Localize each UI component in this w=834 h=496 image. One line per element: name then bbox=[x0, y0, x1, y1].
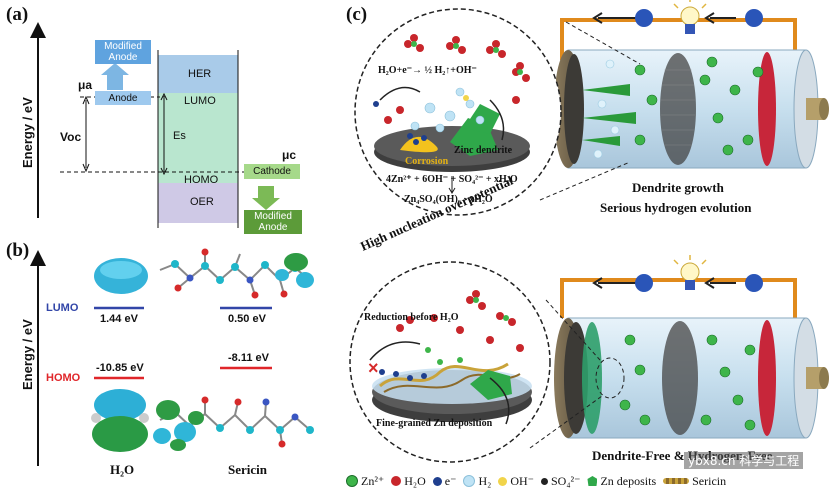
modified-anode-box-2: Modified Anode bbox=[244, 210, 302, 234]
svg-text:×: × bbox=[368, 358, 379, 378]
legend-item: Zn²⁺ bbox=[346, 474, 384, 489]
legend-item: H₂O bbox=[391, 474, 426, 489]
panel-a-label: (a) bbox=[6, 4, 29, 25]
top-zinc-dendrite: Zinc dendrite bbox=[454, 145, 513, 156]
zn-deposit-icon bbox=[587, 476, 598, 486]
sericin-lumo-value: 0.50 eV bbox=[228, 313, 266, 325]
so4-icon bbox=[540, 477, 548, 485]
panel-a-ylabel: Energy / eV bbox=[20, 97, 35, 168]
voc-label: Voc bbox=[60, 130, 82, 144]
oh-icon bbox=[498, 476, 508, 486]
modified-anode-box: Modified Anode bbox=[95, 40, 151, 64]
sericin-caption: Sericin bbox=[228, 462, 267, 477]
panel-a-axes bbox=[30, 22, 280, 228]
watermark: ybx8.cn 科学与工程 bbox=[684, 452, 804, 469]
top-caption-1: Dendrite growth bbox=[632, 180, 724, 195]
sericin-icon bbox=[663, 478, 690, 484]
es-band bbox=[158, 93, 238, 175]
panel-c-label: (c) bbox=[346, 4, 368, 25]
homo-tag: HOMO bbox=[46, 372, 81, 384]
anode-box: Anode bbox=[95, 91, 151, 105]
oer-band bbox=[158, 183, 238, 223]
legend-item: e⁻ bbox=[432, 474, 456, 489]
h2o-icon bbox=[391, 476, 402, 486]
zn-ion-icon bbox=[346, 475, 358, 487]
h2-icon bbox=[463, 475, 476, 487]
bottom-reduction: Reduction before H₂O bbox=[364, 312, 459, 323]
h2o-caption: H₂O bbox=[110, 462, 135, 477]
legend-item: H₂ bbox=[463, 474, 491, 489]
es-label: Es bbox=[173, 130, 186, 142]
mu-a-label: μa bbox=[78, 78, 93, 92]
top-corrosion: Corrosion bbox=[405, 156, 449, 167]
sericin-homo-value: -8.11 eV bbox=[228, 352, 269, 364]
top-eq-1: H₂O+e⁻→ ½ H₂↑+OH⁻ bbox=[378, 65, 477, 76]
bottom-deposit: Fine-grained Zn deposition bbox=[376, 418, 493, 429]
legend-item: SO₄²⁻ bbox=[540, 474, 580, 489]
legend-item: Zn deposits bbox=[587, 474, 656, 489]
h2o-homo-value: -10.85 eV bbox=[96, 362, 144, 374]
top-caption-2: Serious hydrogen evolution bbox=[600, 200, 752, 215]
panel-b-ylabel: Energy / eV bbox=[20, 319, 35, 390]
her-band bbox=[158, 55, 238, 93]
legend-item: Sericin bbox=[663, 474, 726, 489]
top-eq-2: 4Zn²⁺ + 6OH⁻ + SO₄²⁻ + xH₂O bbox=[386, 174, 518, 185]
panel-b-graphic bbox=[30, 248, 314, 466]
h2o-lumo-value: 1.44 eV bbox=[100, 313, 138, 325]
panel-b-label: (b) bbox=[6, 240, 30, 261]
lumo-tag: LUMO bbox=[46, 302, 79, 314]
her-label: HER bbox=[188, 68, 212, 80]
panel-c-graphic: × bbox=[349, 0, 829, 463]
top-eq-3: Zn₄SO₄(OH)₆ · xH₂O bbox=[404, 194, 493, 205]
lumo-label: LUMO bbox=[184, 95, 216, 107]
legend: Zn²⁺ H₂O e⁻ H₂ OH⁻ SO₄²⁻ Zn deposits Se bbox=[346, 471, 834, 491]
electron-icon bbox=[432, 476, 442, 486]
oer-label: OER bbox=[190, 196, 214, 208]
mu-c-label: μc bbox=[282, 148, 297, 162]
homo-label: HOMO bbox=[184, 174, 219, 186]
legend-item: OH⁻ bbox=[498, 474, 534, 489]
cathode-box: Cathode bbox=[244, 164, 300, 179]
